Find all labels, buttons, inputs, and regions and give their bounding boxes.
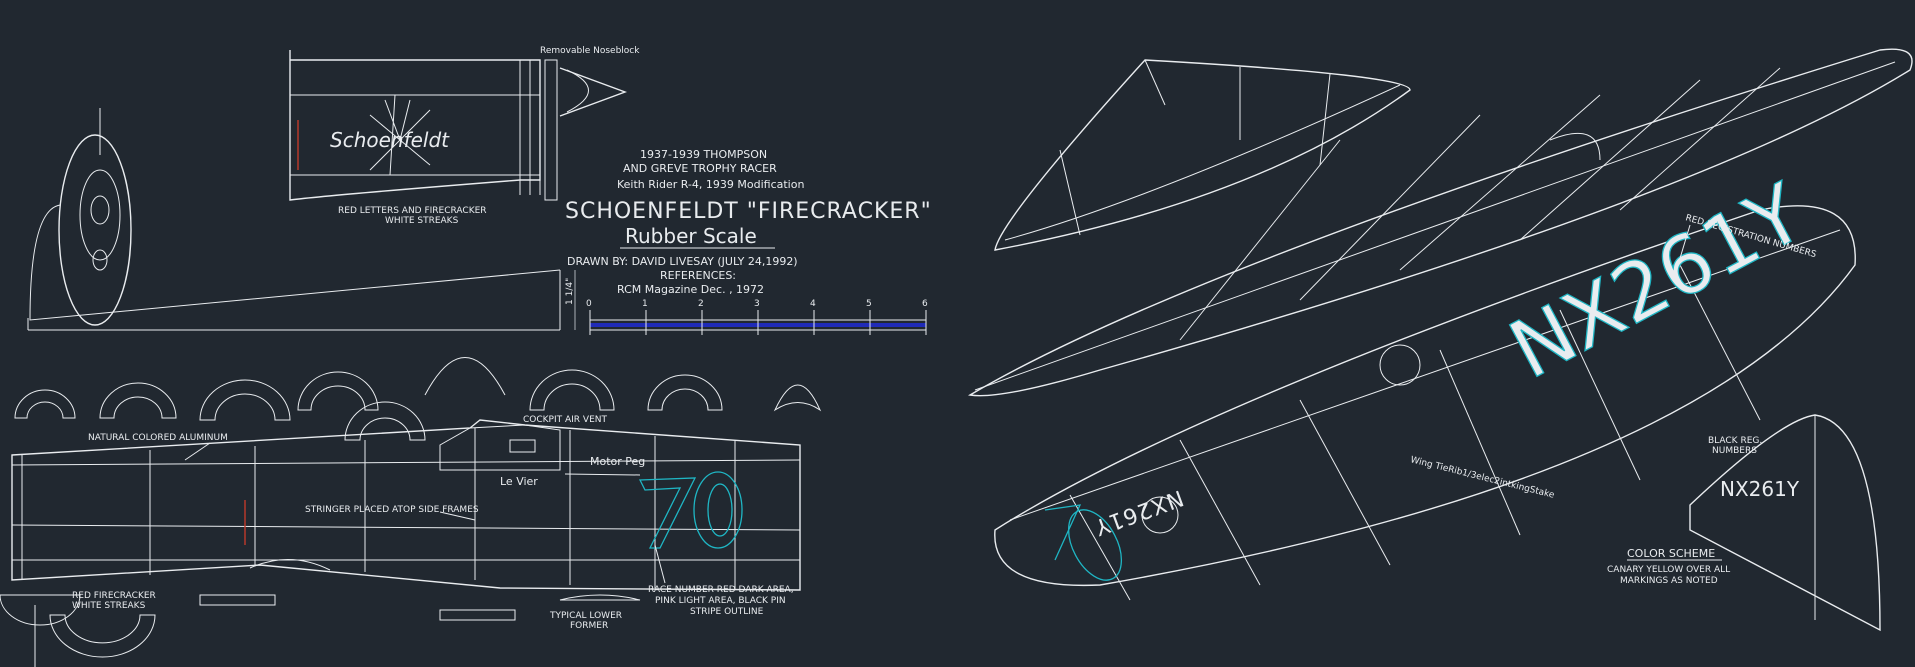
title-block: 1937-1939 THOMPSON AND GREVE TROPHY RACE… xyxy=(565,148,932,296)
side-fuselage: NATURAL COLORED ALUMINUM COCKPIT AIR VEN… xyxy=(11,415,801,617)
wing-registration: NX261Y xyxy=(1495,166,1819,397)
white-streaks-2-label: WHITE STREAKS xyxy=(72,601,146,611)
race-note-1: RACE NUMBER RED DARK AREA, xyxy=(648,585,794,595)
color-scheme-line2: MARKINGS AS NOTED xyxy=(1620,576,1718,586)
top-fuselage-deck xyxy=(994,59,1411,251)
color-scheme-note: COLOR SCHEME CANARY YELLOW OVER ALL MARK… xyxy=(1607,547,1730,586)
scale-tick-3: 3 xyxy=(754,299,760,309)
stringer-label: STRINGER PLACED ATOP SIDE FRAMES xyxy=(305,505,479,515)
title-line3: Keith Rider R-4, 1939 Modification xyxy=(617,178,804,191)
motor-peg-label: Motor Peg xyxy=(590,455,645,468)
scale-tick-5: 5 xyxy=(866,299,872,309)
scale-tick-1: 1 xyxy=(642,299,648,309)
former-label: FORMER xyxy=(570,621,608,631)
scale-tick-2: 2 xyxy=(698,299,704,309)
title-line1: 1937-1939 THOMPSON xyxy=(640,148,767,161)
race-note-3: STRIPE OUTLINE xyxy=(690,607,764,617)
white-streaks-label: WHITE STREAKS xyxy=(385,216,459,226)
tail-surface: BLACK REG. NUMBERS NX261Y xyxy=(1689,414,1881,632)
wing-panel xyxy=(967,48,1913,397)
black-reg-label-2: NUMBERS xyxy=(1712,446,1757,456)
black-reg-label-1: BLACK REG. xyxy=(1708,436,1762,446)
scale-tick-0: 0 xyxy=(586,299,592,309)
removable-noseblock-label: Removable Noseblock xyxy=(540,46,640,56)
red-firecracker-label: RED FIRECRACKER xyxy=(72,591,156,601)
wing-underside-registration: NX261Y xyxy=(1091,484,1187,539)
front-view: 1 1/4" xyxy=(27,108,576,331)
color-scheme-title: COLOR SCHEME xyxy=(1627,547,1715,560)
typical-lower-label: TYPICAL LOWER xyxy=(549,611,622,621)
wing-note: Wing TieRib1/3elec2intkingStake xyxy=(1409,455,1555,501)
red-letters-label: RED LETTERS AND FIRECRACKER xyxy=(338,206,487,216)
color-scheme-line1: CANARY YELLOW OVER ALL xyxy=(1607,565,1730,575)
race-number-70 xyxy=(638,471,743,549)
cockpit-air-vent-label: COCKPIT AIR VENT xyxy=(523,415,607,425)
formers: TYPICAL LOWER FORMER xyxy=(0,357,822,667)
drawn-by: DRAWN BY: DAVID LIVESAY (JULY 24,1992) xyxy=(567,255,798,268)
title-line2: AND GREVE TROPHY RACER xyxy=(623,162,777,175)
main-title: SCHOENFELDT "FIRECRACKER" xyxy=(565,199,932,224)
references-label: REFERENCES: xyxy=(660,269,736,282)
scale-tick-6: 6 xyxy=(922,299,928,309)
le-vier-label: Le Vier xyxy=(500,475,538,488)
reference-1: RCM Magazine Dec. , 1972 xyxy=(617,283,764,296)
top-nose-view: Schoenfeldt Removable Noseblock RED LETT… xyxy=(289,46,640,226)
scale-tick-4: 4 xyxy=(810,299,816,309)
sub-title: Rubber Scale xyxy=(625,224,757,248)
tail-registration: NX261Y xyxy=(1720,477,1800,501)
dimension-label: 1 1/4" xyxy=(565,278,575,305)
race-note-2: PINK LIGHT AREA, BLACK PIN xyxy=(655,596,786,606)
scale-bar: 0 1 2 3 4 5 6 xyxy=(586,299,928,335)
wing-underside: NX261Y NX261Y RED REGISTRATION NUMBERS W… xyxy=(994,165,1856,601)
natural-aluminum-label: NATURAL COLORED ALUMINUM xyxy=(88,433,228,443)
